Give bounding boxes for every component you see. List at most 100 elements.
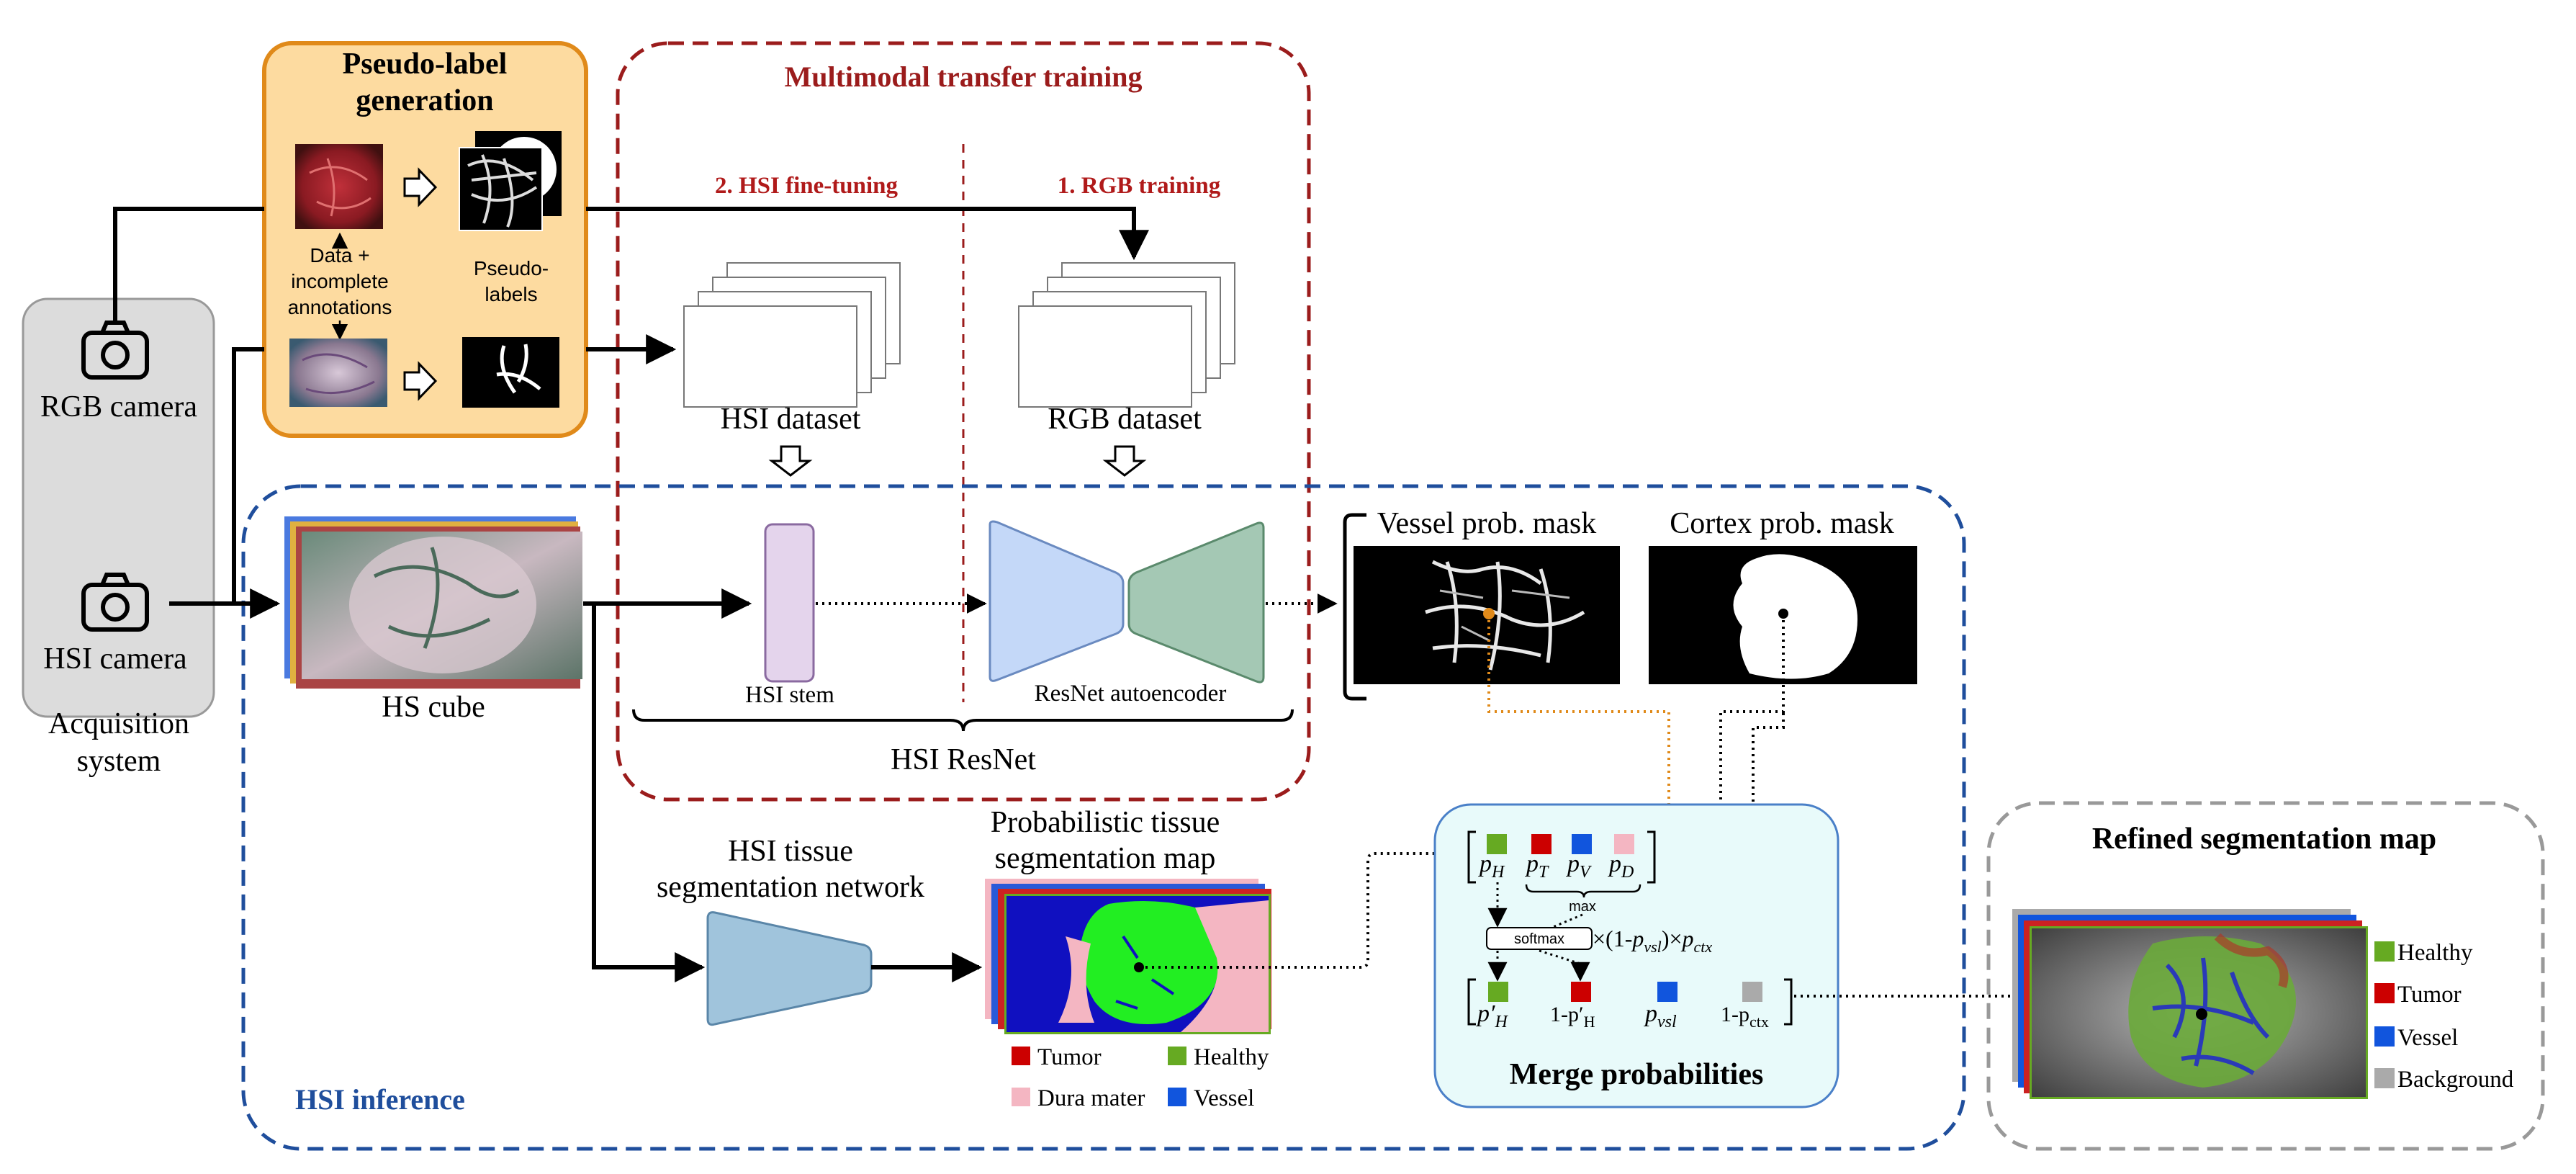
legend-label-vessel: Vessel bbox=[1194, 1085, 1254, 1111]
p-t-swatch bbox=[1531, 834, 1552, 854]
hsi-camera-icon bbox=[81, 573, 149, 632]
refined-label-background: Background bbox=[2397, 1067, 2514, 1093]
pseudo-labels-line1: Pseudo- bbox=[474, 257, 549, 279]
prob-map-label-line1: Probabilistic tissue bbox=[991, 806, 1220, 839]
rgb-brain-image bbox=[295, 144, 383, 229]
out-t-label: 1-p′H bbox=[1550, 1003, 1595, 1031]
prob-map-stack bbox=[985, 879, 1271, 1034]
out-vessel-swatch bbox=[1657, 982, 1677, 1002]
hollow-arrow-icon bbox=[403, 167, 438, 207]
hsi-camera-connector bbox=[232, 347, 264, 605]
hsi-dataset-label: HSI dataset bbox=[721, 403, 861, 436]
p-v-swatch bbox=[1572, 834, 1592, 854]
acquisition-label-line1: Acquisition bbox=[48, 707, 189, 740]
resnet-autoencoder-label: ResNet autoencoder bbox=[1035, 681, 1227, 707]
hs-cube-label: HS cube bbox=[382, 691, 485, 724]
merge-inputs: pH pT pV pD max softmax ×(1-pvsl)×pctx p… bbox=[1467, 830, 1793, 1031]
hs-cube bbox=[284, 516, 582, 689]
transfer-training-title: Multimodal transfer training bbox=[784, 61, 1142, 93]
vessel-sample-point bbox=[1483, 608, 1495, 619]
p-d-label: pD bbox=[1608, 851, 1634, 882]
max-label: max bbox=[1569, 899, 1596, 915]
hsi-stem-label: HSI stem bbox=[745, 682, 834, 708]
rgb-camera-connector bbox=[113, 207, 1134, 321]
encoder-trapezoid bbox=[988, 520, 1125, 682]
legend-swatch-dura bbox=[1012, 1088, 1030, 1106]
rgb-camera-label: RGB camera bbox=[40, 390, 197, 424]
hsi-dataset-down-arrow bbox=[768, 445, 813, 477]
tissue-net-trapezoid bbox=[706, 911, 873, 1026]
hsi-resnet-label: HSI ResNet bbox=[891, 743, 1036, 776]
refined-map-stack bbox=[2012, 909, 2368, 1099]
pseudo-label-mask-top bbox=[459, 131, 562, 231]
hollow-arrow-icon-2 bbox=[403, 361, 438, 401]
hsi-brain-image bbox=[289, 339, 387, 407]
legend-swatch-tumor bbox=[1012, 1047, 1030, 1065]
p-v-label: pV bbox=[1566, 851, 1592, 882]
merge-box bbox=[1433, 803, 1839, 1108]
hsi-dataset-stack bbox=[683, 262, 901, 408]
rgb-dataset-label: RGB dataset bbox=[1048, 403, 1202, 436]
cortex-sample-point bbox=[1778, 609, 1788, 619]
out-healthy-swatch bbox=[1488, 982, 1508, 1002]
legend-swatch-healthy bbox=[1168, 1047, 1186, 1065]
softmax-label: softmax bbox=[1514, 931, 1564, 947]
refined-sample-point bbox=[2196, 1008, 2207, 1020]
pseudo-label-title-line1: Pseudo-label bbox=[343, 48, 508, 81]
hsi-inference-box bbox=[241, 484, 1966, 1151]
rgb-dataset-stack bbox=[1018, 262, 1235, 408]
hsi-inference-title: HSI inference bbox=[295, 1083, 465, 1116]
max-brace bbox=[1525, 884, 1641, 898]
out-background-swatch bbox=[1742, 982, 1762, 1002]
pseudo-label-mask-bottom bbox=[462, 337, 559, 408]
hsi-resnet-brace bbox=[632, 709, 1294, 732]
refined-swatch-vessel bbox=[2374, 1026, 2395, 1047]
acquisition-system: RGB camera HSI camera Acquisition system bbox=[22, 297, 215, 778]
refined-legend: Healthy Tumor Vessel Background bbox=[2374, 940, 2514, 1093]
refined-swatch-healthy bbox=[2374, 941, 2395, 962]
refined-label-healthy: Healthy bbox=[2397, 940, 2473, 966]
out-v-label: pvsl bbox=[1644, 1000, 1677, 1031]
transfer-training-box bbox=[616, 41, 1311, 802]
cortex-mask-label: Cortex prob. mask bbox=[1670, 507, 1893, 540]
data-annotations-line3: annotations bbox=[288, 296, 392, 318]
refined-swatch-tumor bbox=[2374, 983, 2395, 1003]
softmax-box bbox=[1486, 927, 1593, 950]
p-h-label: pH bbox=[1478, 851, 1505, 882]
hsi-camera-label: HSI camera bbox=[43, 642, 187, 676]
data-annotations-line1: Data + bbox=[310, 244, 369, 266]
p-h-swatch bbox=[1487, 834, 1507, 854]
rgb-dataset-down-arrow bbox=[1102, 445, 1147, 477]
refined-swatch-background bbox=[2374, 1068, 2395, 1088]
refined-label-tumor: Tumor bbox=[2397, 982, 2462, 1008]
masks-bracket bbox=[1343, 513, 1366, 701]
merge-formula: ×(1-pvsl)×pctx bbox=[1593, 926, 1712, 956]
rgb-training-label: 1. RGB training bbox=[1058, 173, 1221, 199]
acquisition-label-line2: system bbox=[77, 745, 161, 778]
legend-label-healthy: Healthy bbox=[1194, 1044, 1269, 1070]
out-b-label: 1-pctx bbox=[1721, 1003, 1769, 1031]
tissue-net-label-line2: segmentation network bbox=[657, 871, 924, 904]
hsi-finetuning-label: 2. HSI fine-tuning bbox=[715, 173, 898, 199]
tissue-net-label-line1: HSI tissue bbox=[728, 835, 853, 868]
out-tumor-swatch bbox=[1571, 982, 1591, 1002]
p-t-label: pT bbox=[1525, 851, 1549, 882]
merge-title: Merge probabilities bbox=[1510, 1058, 1764, 1091]
out-h-label: p′H bbox=[1476, 1000, 1508, 1031]
legend-label-dura: Dura mater bbox=[1037, 1085, 1145, 1111]
hsi-stem-block bbox=[764, 523, 815, 683]
pseudo-label-title-line2: generation bbox=[356, 84, 493, 117]
data-annotations-line2: incomplete bbox=[291, 270, 388, 292]
map-sample-point bbox=[1134, 962, 1144, 972]
refined-title: Refined segmentation map bbox=[2092, 823, 2436, 856]
pseudo-labels-line2: labels bbox=[485, 283, 537, 305]
rgb-camera-icon bbox=[81, 321, 149, 380]
legend-swatch-vessel bbox=[1168, 1088, 1186, 1106]
refined-label-vessel: Vessel bbox=[2397, 1025, 2458, 1051]
prob-map-label-line2: segmentation map bbox=[995, 842, 1216, 875]
vessel-mask-label: Vessel prob. mask bbox=[1377, 507, 1596, 540]
cube-to-tissue-net-arrow bbox=[592, 604, 706, 982]
p-d-swatch bbox=[1614, 834, 1634, 854]
pseudo-label-box: Pseudo-label generation Data + incomplet… bbox=[262, 41, 588, 438]
